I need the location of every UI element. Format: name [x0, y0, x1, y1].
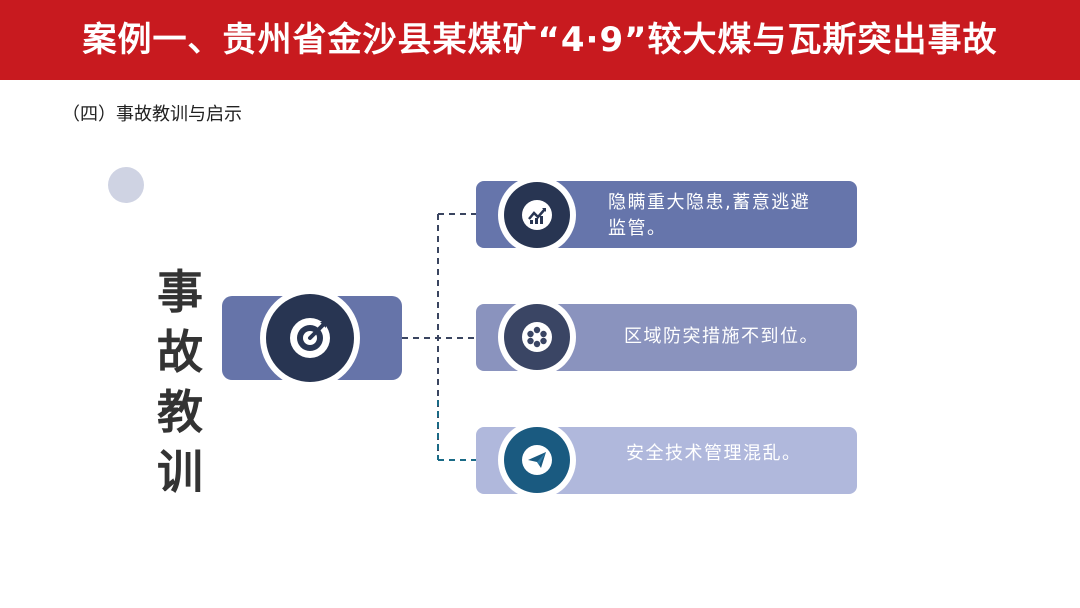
decorative-dot	[108, 167, 144, 203]
lesson-text-3: 安全技术管理混乱。	[626, 443, 802, 464]
vertical-title-char: 事	[157, 265, 203, 319]
lesson-text-1: 隐瞒重大隐患,蓄意逃避监管。	[608, 192, 811, 239]
film-reel-icon	[522, 322, 552, 352]
page-title: 案例一、贵州省金沙县某煤矿“4·9”较大煤与瓦斯突出事故	[82, 20, 998, 60]
target-icon	[290, 318, 330, 358]
chart-icon	[522, 200, 552, 230]
vertical-title-char: 故	[157, 325, 203, 379]
title-bar: 案例一、贵州省金沙县某煤矿“4·9”较大煤与瓦斯突出事故	[0, 0, 1080, 80]
vertical-title-char: 训	[157, 445, 203, 499]
lesson-vertical-title: 事 故 教 训	[150, 262, 210, 502]
section-subtitle: （四）事故教训与启示	[62, 104, 242, 125]
paper-plane-icon	[522, 445, 552, 475]
vertical-title-char: 教	[157, 385, 203, 439]
lesson-text-2: 区域防突措施不到位。	[624, 326, 819, 347]
